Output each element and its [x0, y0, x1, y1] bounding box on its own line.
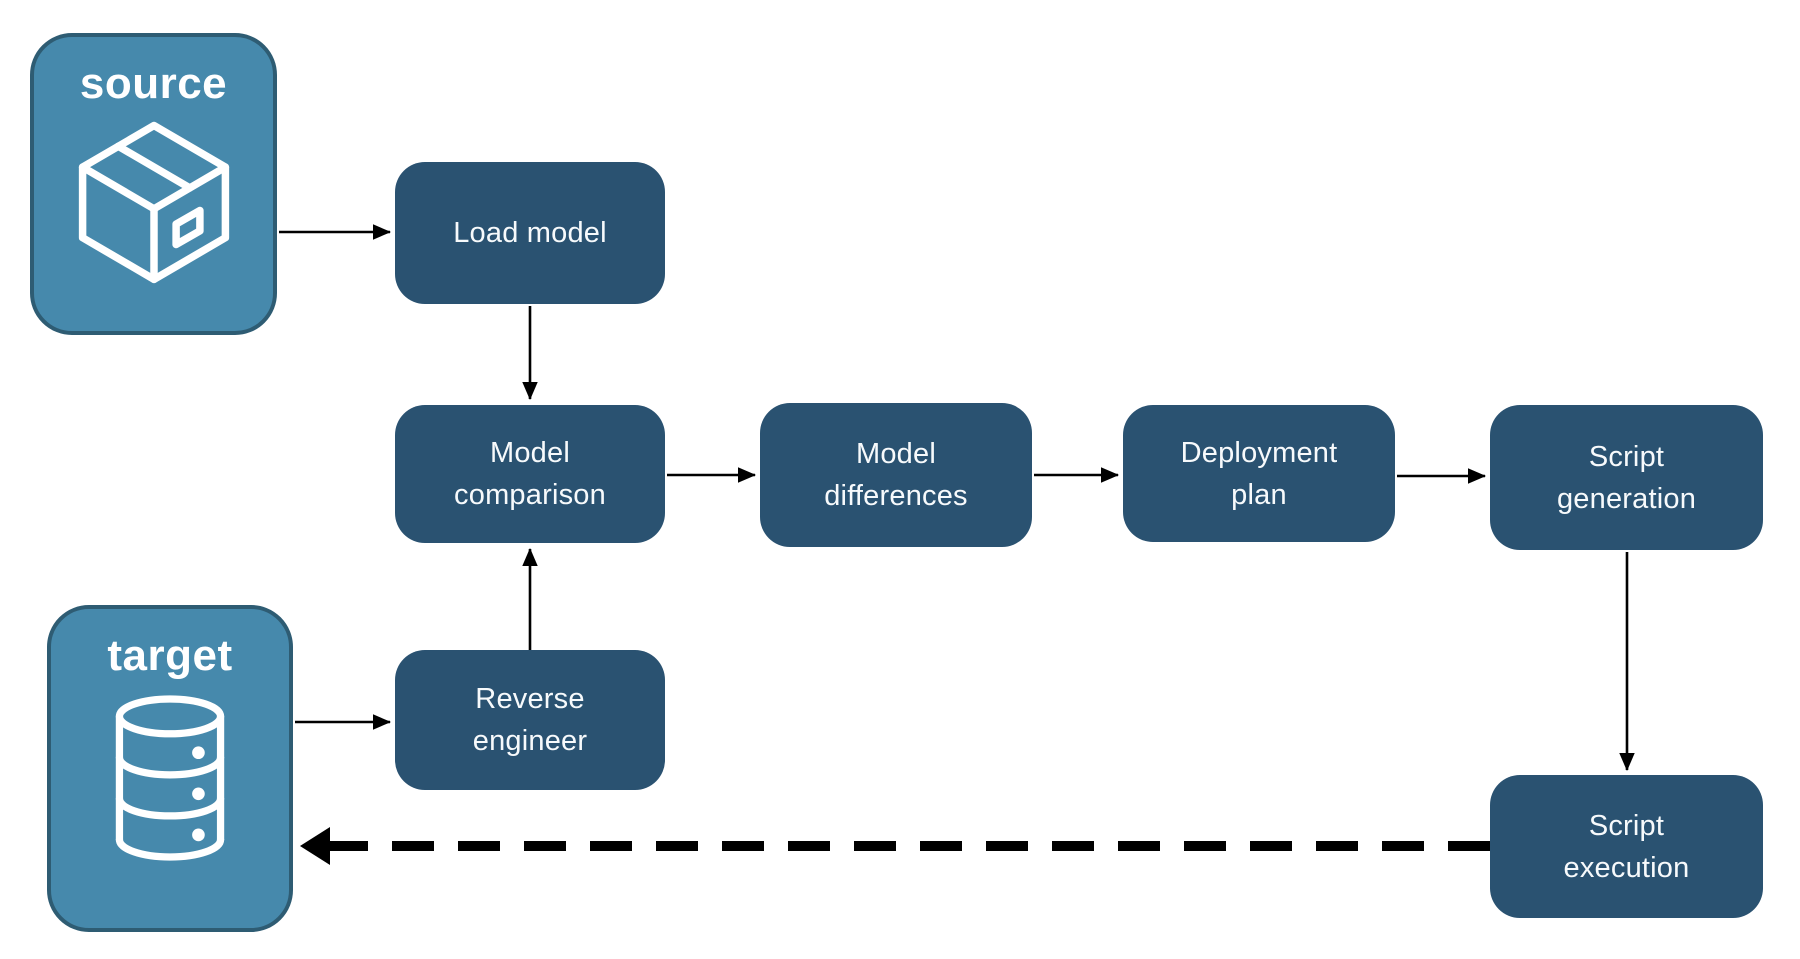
node-label: Model differences	[824, 438, 968, 512]
target-label: target	[107, 631, 233, 680]
node-label: Load model	[453, 217, 607, 249]
database-icon	[91, 689, 249, 867]
entity-target: target	[47, 605, 293, 932]
node-script-execution: Script execution	[1490, 775, 1763, 918]
node-label: Script generation	[1556, 440, 1697, 515]
node-script-generation: Script generation	[1490, 405, 1763, 550]
node-load-model: Load model	[395, 162, 665, 304]
node-model-comparison: Model comparison	[395, 405, 665, 543]
node-model-differences: Model differences	[760, 403, 1032, 547]
entity-source: source	[30, 33, 277, 335]
node-reverse-engineer: Reverse engineer	[395, 650, 665, 790]
package-icon	[68, 117, 240, 287]
source-label: source	[79, 59, 228, 108]
node-label: Script execution	[1563, 809, 1690, 884]
node-label: Reverse engineer	[472, 683, 588, 757]
node-deployment-plan: Deployment plan	[1123, 405, 1395, 542]
node-label: Deployment plan	[1180, 436, 1338, 511]
node-label: Model comparison	[454, 437, 606, 511]
